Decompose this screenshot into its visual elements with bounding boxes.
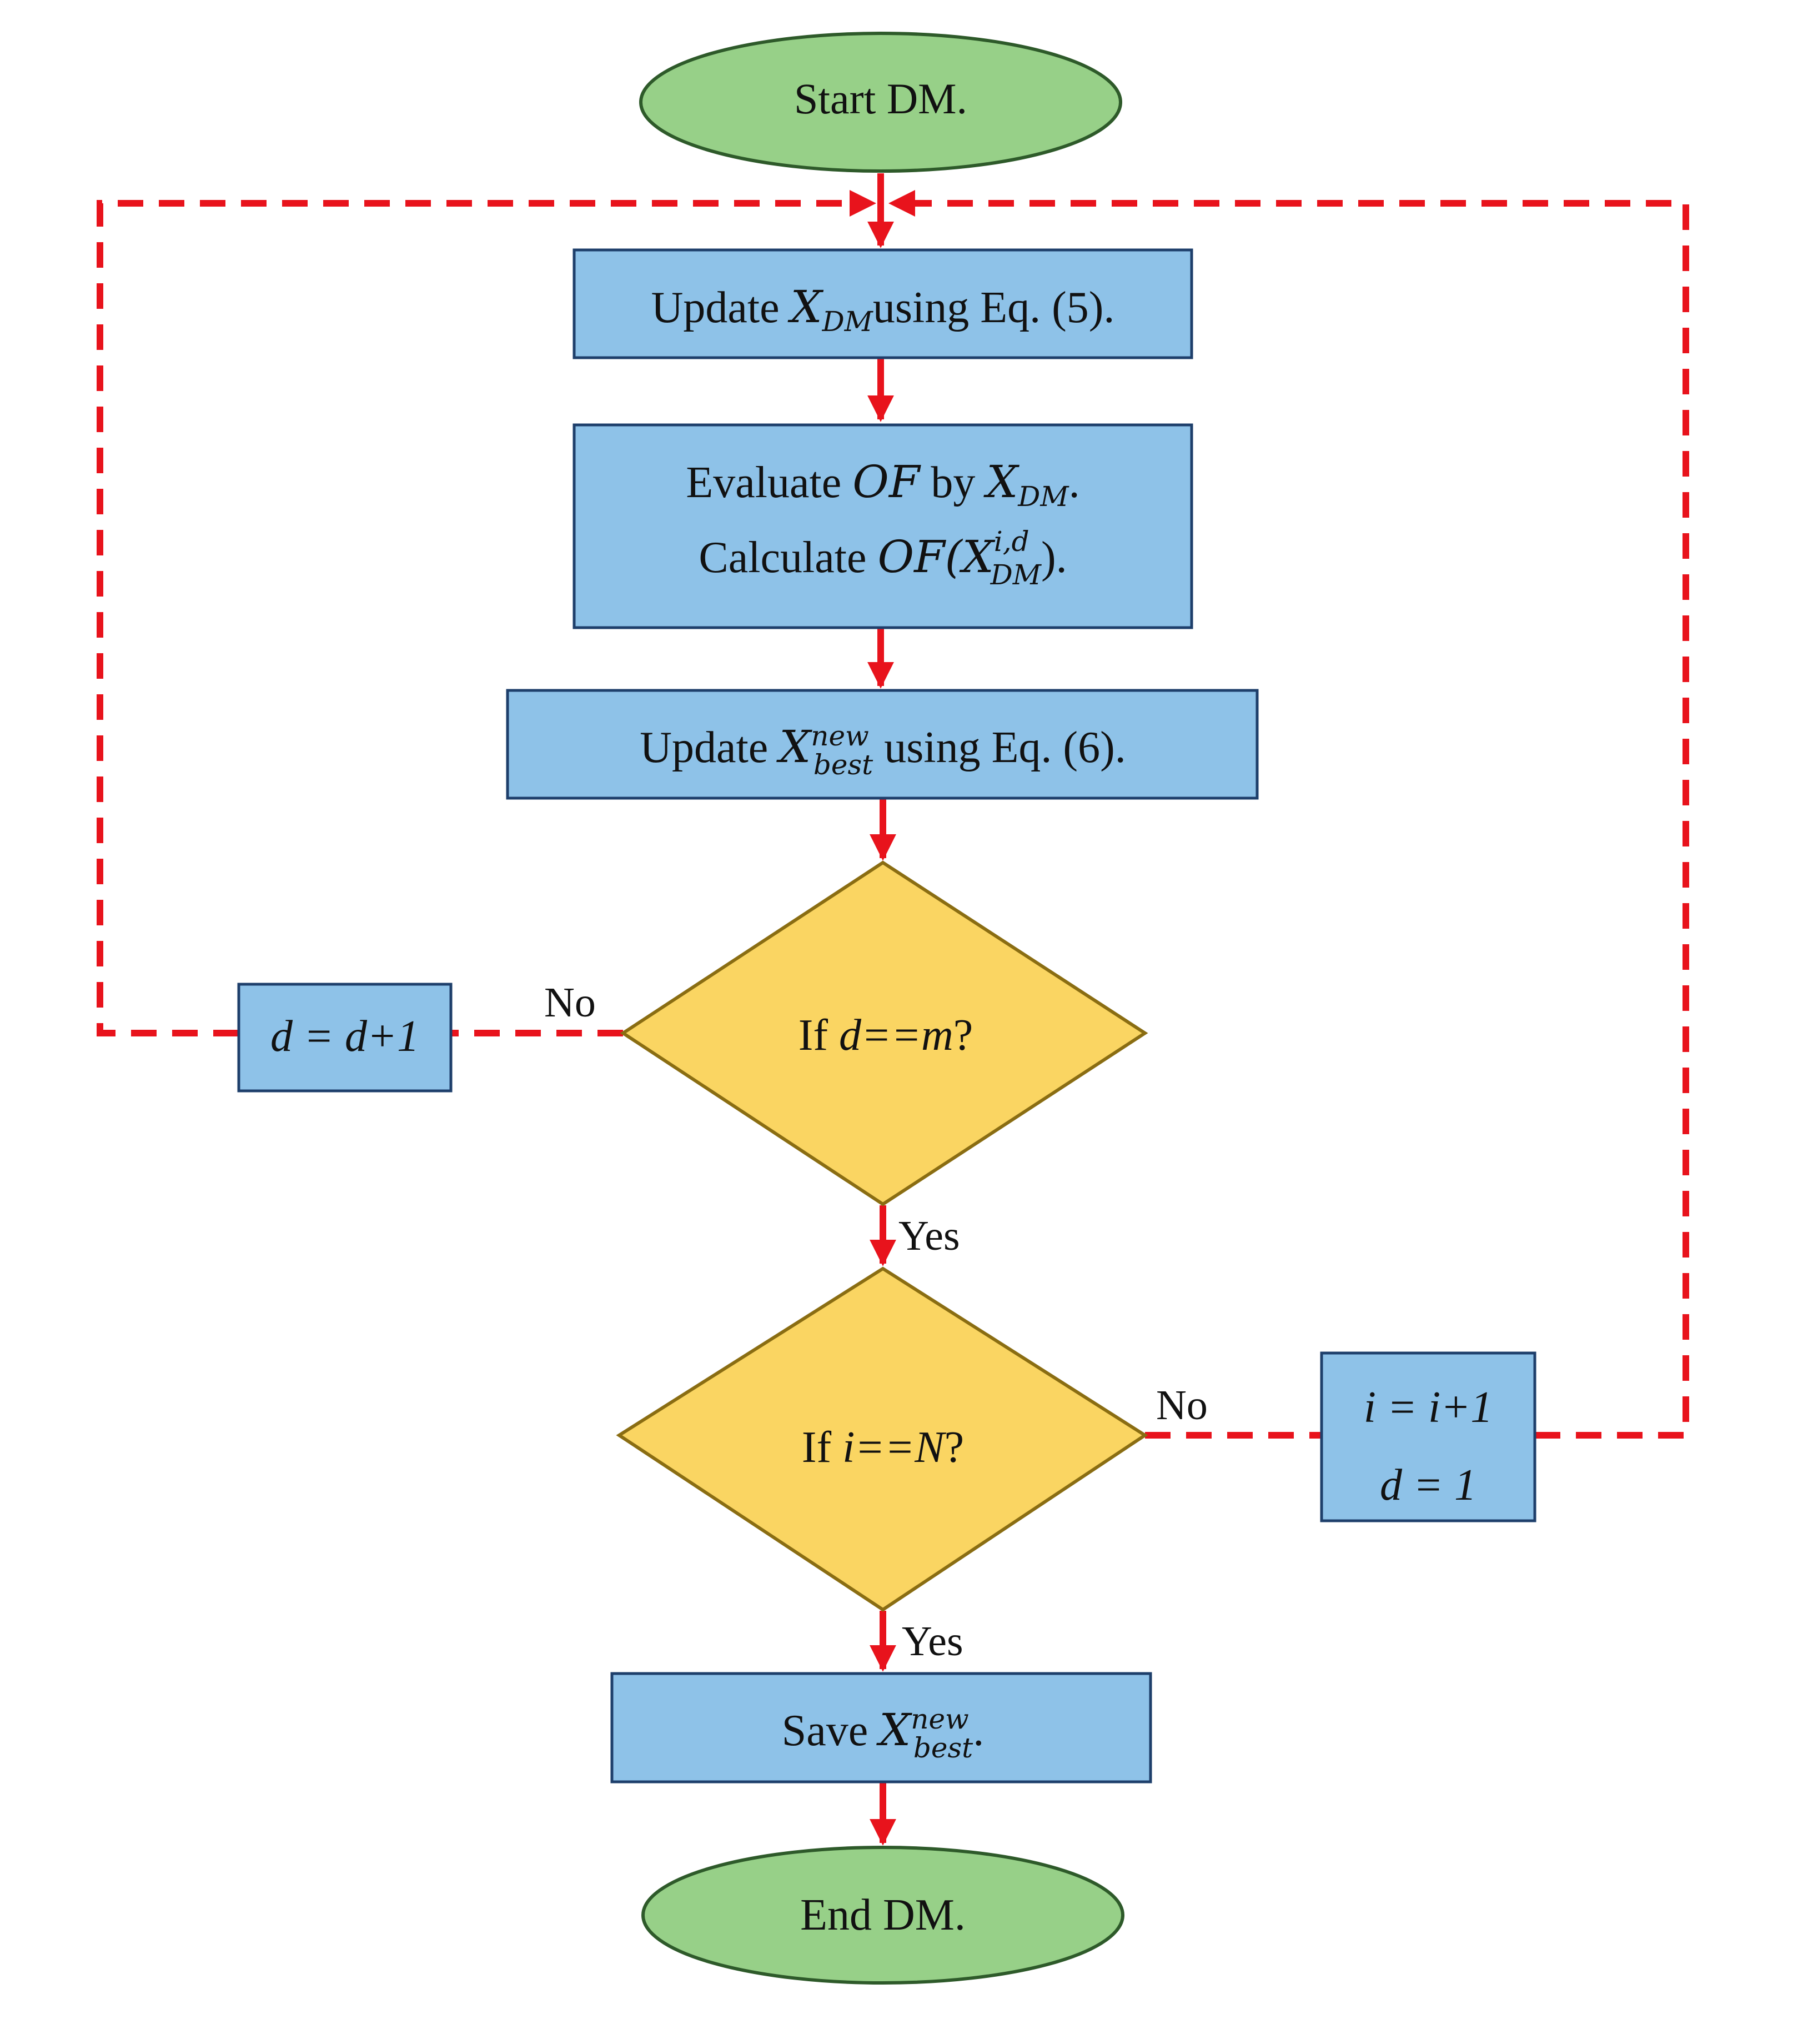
- edge-increment-i-loop-back: [908, 200, 1689, 1439]
- increment-i-line1: i = i+1: [1364, 1383, 1493, 1432]
- edge-label-i-no: No: [1156, 1382, 1208, 1429]
- start-label: Start DM.: [794, 74, 967, 123]
- junction-arrow-right: [888, 190, 915, 217]
- junction-arrow-left: [850, 190, 876, 217]
- decision-d-label: If d==m?: [798, 1011, 973, 1060]
- decision-i-diamond: If i==N?: [616, 1266, 1148, 1612]
- loop-junction: [850, 190, 915, 217]
- decision-d-diamond: If d==m?: [620, 860, 1148, 1206]
- loop-lines: [97, 200, 1689, 1439]
- flow-arrows: [867, 173, 896, 1846]
- increment-i-line2: d = 1: [1380, 1461, 1476, 1510]
- edge-label-d-no: No: [544, 979, 596, 1026]
- decision-i-label: If i==N?: [802, 1423, 964, 1472]
- increment-d-label: d = d+1: [270, 1012, 419, 1061]
- edge-label-d-yes: Yes: [898, 1213, 960, 1259]
- end-label: End DM.: [800, 1891, 966, 1940]
- evaluate-line1: Evaluate OF by XDM.: [686, 456, 1079, 513]
- increment-i-box: i = i+1 d = 1: [1320, 1351, 1536, 1522]
- edge-label-i-yes: Yes: [902, 1618, 963, 1665]
- start-terminal: Start DM.: [639, 32, 1122, 173]
- update-xdm-box: Update XDMusing Eq. (5).: [572, 248, 1193, 359]
- end-terminal: End DM.: [641, 1846, 1124, 1985]
- increment-d-box: d = d+1: [237, 983, 453, 1093]
- edge-increment-d-loop-back: [97, 200, 858, 1036]
- update-xdm-label: Update XDMusing Eq. (5).: [651, 281, 1115, 338]
